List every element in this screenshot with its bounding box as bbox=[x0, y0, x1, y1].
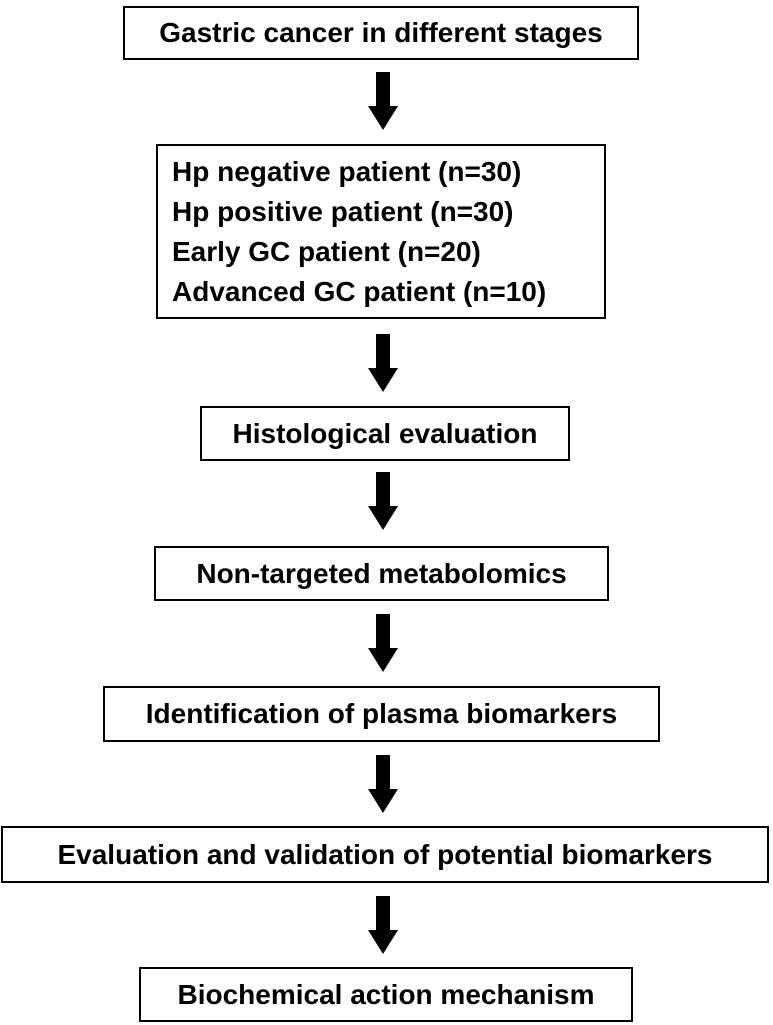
patient-group-hp-negative: Hp negative patient (n=30) bbox=[172, 155, 522, 187]
down-arrow-icon bbox=[368, 614, 398, 672]
step-identification-plasma-biomarkers: Identification of plasma biomarkers bbox=[103, 686, 660, 742]
down-arrow-icon bbox=[368, 896, 398, 954]
step-label: Biochemical action mechanism bbox=[177, 978, 595, 1010]
step-label: Histological evaluation bbox=[232, 417, 538, 449]
down-arrow-icon bbox=[368, 472, 398, 530]
step-patient-groups: Hp negative patient (n=30) Hp positive p… bbox=[156, 144, 606, 319]
step-gastric-cancer-stages: Gastric cancer in different stages bbox=[123, 6, 639, 60]
down-arrow-icon bbox=[368, 334, 398, 392]
step-label: Gastric cancer in different stages bbox=[159, 17, 603, 48]
patient-group-early-gc: Early GC patient (n=20) bbox=[172, 235, 481, 267]
patient-group-hp-positive: Hp positive patient (n=30) bbox=[172, 195, 514, 227]
step-histological-evaluation: Histological evaluation bbox=[200, 406, 570, 461]
step-non-targeted-metabolomics: Non-targeted metabolomics bbox=[154, 546, 609, 601]
step-biochemical-action-mechanism: Biochemical action mechanism bbox=[139, 967, 633, 1022]
step-label: Evaluation and validation of potential b… bbox=[57, 838, 713, 870]
down-arrow-icon bbox=[368, 72, 398, 130]
down-arrow-icon bbox=[368, 755, 398, 813]
step-label: Identification of plasma biomarkers bbox=[145, 698, 618, 729]
step-label: Non-targeted metabolomics bbox=[196, 557, 567, 589]
step-evaluation-validation-biomarkers: Evaluation and validation of potential b… bbox=[1, 826, 769, 883]
patient-group-advanced-gc: Advanced GC patient (n=10) bbox=[172, 275, 547, 307]
